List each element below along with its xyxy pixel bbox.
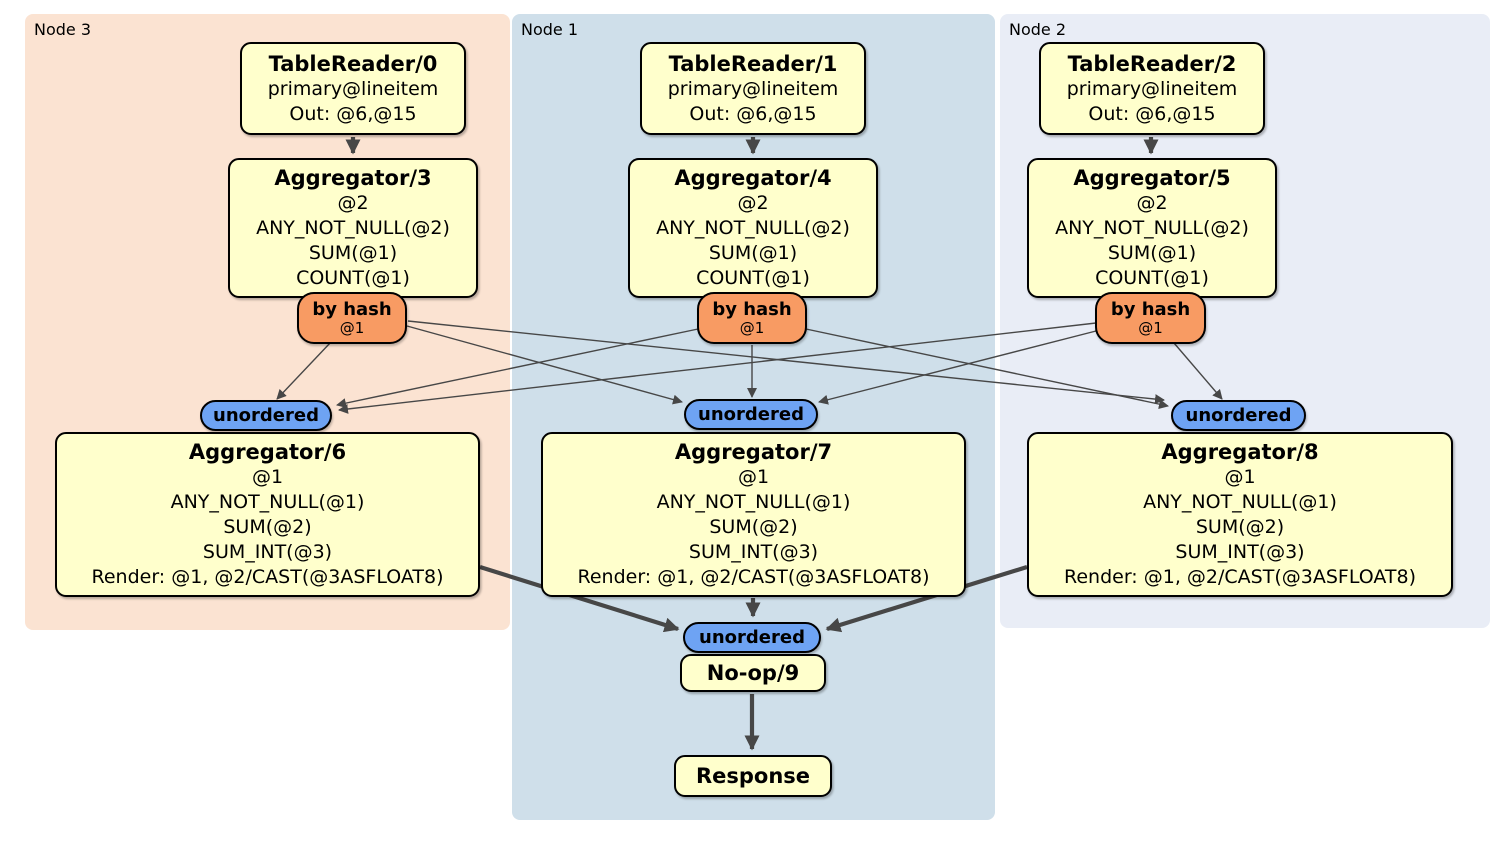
stream-pill-un7: unordered: [684, 399, 818, 430]
processor-detail-line: SUM_INT(@3): [202, 541, 333, 563]
processor-detail-line: Out: @6,@15: [689, 102, 817, 125]
processor-detail-line: SUM(@1): [1107, 242, 1197, 264]
processor-detail-line: ANY_NOT_NULL(@2): [256, 217, 450, 239]
processor-detail-line: Render: @1, @2/CAST(@3ASFLOAT8): [1064, 566, 1416, 588]
router-detail: @1: [339, 319, 365, 337]
processor-noop9: No-op/9: [680, 654, 826, 692]
processor-detail-line: Out: @6,@15: [289, 102, 417, 125]
stream-pill-un8: unordered: [1171, 400, 1306, 431]
processor-detail-line: COUNT(@1): [1095, 267, 1209, 289]
panel-label-node3: Node 3: [34, 20, 92, 39]
edge-agg6-un9: [479, 564, 680, 633]
processor-detail-line: ANY_NOT_NULL(@1): [656, 491, 851, 513]
processor-detail-line: @2: [1136, 192, 1168, 214]
processor-detail-line: COUNT(@1): [696, 267, 810, 289]
processor-title: Aggregator/5: [1073, 166, 1231, 190]
processor-title: TableReader/0: [268, 51, 438, 76]
edge-bh4-un6: [336, 328, 699, 409]
router-pill-bh4: by hash@1: [697, 292, 807, 344]
router-label: by hash: [712, 299, 792, 320]
router-pill-bh5: by hash@1: [1095, 292, 1206, 344]
edge-bh3-un8: [407, 320, 1165, 405]
router-pill-bh3: by hash@1: [297, 292, 407, 344]
processor-title: Aggregator/3: [274, 166, 432, 190]
stream-pill-un9: unordered: [683, 622, 821, 653]
processor-detail-line: primary@lineitem: [667, 77, 839, 100]
processor-detail-line: SUM(@1): [708, 242, 798, 264]
processor-title: Aggregator/4: [674, 166, 832, 190]
processor-detail-line: SUM(@2): [709, 516, 798, 538]
edge-bh5-un7: [818, 330, 1097, 405]
processor-title: TableReader/1: [668, 51, 838, 76]
edge-bh5-un6: [338, 322, 1097, 414]
processor-detail-line: @1: [1224, 466, 1256, 488]
processor-title: Response: [695, 764, 811, 788]
processor-response: Response: [674, 755, 832, 797]
processor-title: No-op/9: [706, 661, 800, 685]
processor-detail-line: ANY_NOT_NULL(@1): [1143, 491, 1337, 513]
router-label: by hash: [312, 299, 392, 320]
processor-detail-line: SUM_INT(@3): [688, 541, 819, 563]
processor-title: Aggregator/8: [1161, 440, 1319, 464]
stream-label: unordered: [213, 405, 319, 426]
edge-bh3-un6: [276, 341, 332, 400]
processor-detail-line: @1: [251, 466, 284, 488]
edge-bh5-un8: [1173, 342, 1223, 400]
stream-pill-un6: unordered: [200, 400, 332, 431]
processor-detail-line: COUNT(@1): [296, 267, 410, 289]
processor-detail-line: ANY_NOT_NULL(@2): [656, 217, 850, 239]
processor-detail-line: SUM(@1): [308, 242, 398, 264]
edge-agg8-un9: [825, 564, 1028, 633]
stream-label: unordered: [699, 627, 805, 648]
processor-detail-line: SUM(@2): [223, 516, 312, 538]
panel-label-node1: Node 1: [521, 20, 579, 39]
processor-title: Aggregator/7: [674, 440, 833, 464]
processor-detail-line: primary@lineitem: [267, 77, 439, 100]
edge-bh3-un7: [406, 325, 683, 405]
processor-detail-line: Render: @1, @2/CAST(@3ASFLOAT8): [577, 566, 930, 588]
edge-bh4-un8: [805, 328, 1169, 410]
processor-detail-line: @1: [737, 466, 770, 488]
processor-detail-line: primary@lineitem: [1066, 77, 1238, 100]
processor-detail-line: @2: [737, 192, 769, 214]
processor-detail-line: SUM(@2): [1195, 516, 1285, 538]
processor-detail-line: SUM_INT(@3): [1175, 541, 1305, 563]
processor-title: TableReader/2: [1067, 51, 1237, 76]
router-label: by hash: [1110, 299, 1191, 320]
stream-label: unordered: [698, 404, 804, 425]
router-detail: @1: [739, 319, 765, 337]
processor-detail-line: ANY_NOT_NULL(@1): [170, 491, 365, 513]
processor-detail-line: ANY_NOT_NULL(@2): [1055, 217, 1249, 239]
processor-detail-line: Render: @1, @2/CAST(@3ASFLOAT8): [91, 566, 444, 588]
panel-label-node2: Node 2: [1009, 20, 1067, 39]
router-detail: @1: [1138, 319, 1163, 337]
stream-label: unordered: [1185, 405, 1292, 426]
processor-title: Aggregator/6: [188, 440, 347, 464]
processor-detail-line: @2: [337, 192, 369, 214]
processor-detail-line: Out: @6,@15: [1088, 102, 1216, 125]
